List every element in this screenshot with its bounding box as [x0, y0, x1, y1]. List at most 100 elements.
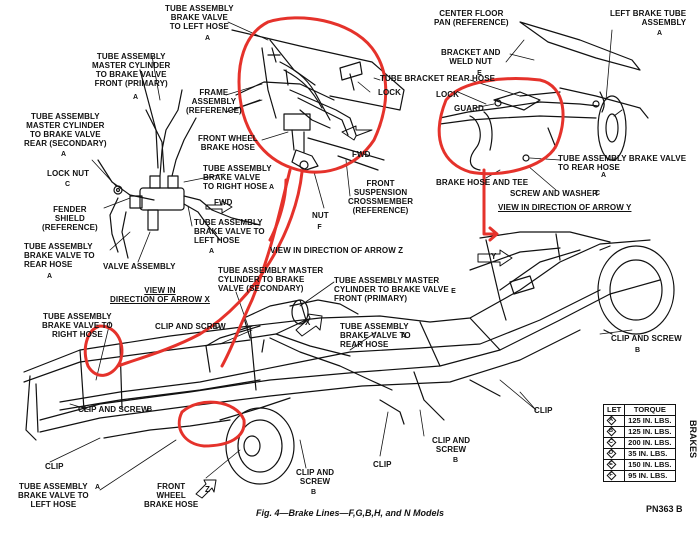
- torque-letter: F: [602, 470, 626, 482]
- torque-value: 95 IN. LBS.: [624, 470, 676, 482]
- torque-header-row: LET TORQUE: [602, 404, 676, 416]
- valve-detail: [97, 69, 261, 259]
- torque-header-torque: TORQUE: [624, 404, 676, 416]
- rear-axle-detail: [439, 21, 649, 171]
- label-clip-and-screw-mid: CLIP AND SCREW: [432, 436, 471, 454]
- side-tab: BRAKES: [688, 420, 698, 459]
- badge-a: A: [202, 33, 213, 44]
- badge-a: A: [654, 28, 665, 39]
- torque-header-let: LET: [602, 404, 626, 416]
- label-tube-bv-left-hose: TUBE ASSEMBLY BRAKE VALVE TO LEFT HOSE: [165, 4, 234, 31]
- torque-value: 200 IN. LBS.: [624, 437, 676, 449]
- red-circle-front-wheel: [177, 400, 246, 448]
- label-clip-and-screw-bottom: CLIP AND SCREW: [296, 468, 335, 486]
- badge-d: D: [212, 321, 223, 332]
- label-brake-hose-and-tee: BRAKE HOSE AND TEE: [436, 178, 529, 187]
- label-left-brake-tube-assembly: LEFT BRAKE TUBE ASSEMBLY: [610, 9, 687, 27]
- label-clip-and-screw-right: CLIP AND SCREW: [611, 334, 682, 343]
- table-row: A 125 IN. LBS.: [602, 415, 676, 427]
- badge-e: E: [474, 68, 485, 79]
- badge-f: F: [314, 222, 325, 233]
- label-tube-bv-rear-hose-1: TUBE ASSEMBLY BRAKE VALVE TO REAR HOSE: [24, 242, 95, 269]
- torque-letter: D: [602, 448, 626, 460]
- label-tube-mc-rear-secondary: TUBE ASSEMBLY MASTER CYLINDER TO BRAKE V…: [24, 112, 107, 148]
- badge-c: C: [62, 179, 73, 190]
- label-guard: GUARD: [454, 104, 484, 113]
- badge-c: C: [592, 188, 603, 199]
- torque-value: 35 IN. LBS.: [624, 448, 676, 460]
- badge-a: A: [130, 92, 141, 103]
- badge-a: A: [206, 246, 217, 257]
- label-lock-nut: LOCK NUT: [47, 169, 90, 178]
- part-number: PN363 B: [646, 504, 683, 514]
- badge-a: A: [266, 182, 277, 193]
- leader-lines: [49, 21, 633, 491]
- torque-letter: E: [602, 459, 626, 471]
- label-screw-and-washer: SCREW AND WASHER: [510, 189, 598, 198]
- label-tube-mc-rear-secondary-2: TUBE ASSEMBLY MASTER CYLINDER TO BRAKE V…: [218, 266, 324, 293]
- table-row: E 150 IN. LBS.: [602, 459, 676, 471]
- table-row: F 95 IN. LBS.: [602, 470, 676, 482]
- torque-value: 125 IN. LBS.: [624, 415, 676, 427]
- figure-caption: Fig. 4—Brake Lines—F,G,B,H, and N Models: [255, 508, 445, 518]
- label-fender-shield: FENDER SHIELD (REFERENCE): [42, 205, 98, 232]
- label-valve-assembly: VALVE ASSEMBLY: [103, 262, 176, 271]
- frame-detail: [231, 29, 405, 171]
- badge-a: A: [44, 271, 55, 282]
- torque-value: 125 IN. LBS.: [624, 426, 676, 438]
- label-clip-right: CLIP: [534, 406, 553, 415]
- table-row: D 35 IN. LBS.: [602, 448, 676, 460]
- label-front-wheel-brake-hose-2: FRONT WHEEL BRAKE HOSE: [144, 482, 199, 509]
- label-tube-bracket-rear-hose: TUBE BRACKET REAR HOSE: [380, 74, 496, 83]
- label-nut: NUT: [312, 211, 329, 220]
- badge-b: B: [308, 487, 319, 498]
- badge-a: A: [398, 331, 409, 342]
- torque-value: 150 IN. LBS.: [624, 459, 676, 471]
- badge-a: A: [58, 149, 69, 160]
- torque-letter: B: [602, 426, 626, 438]
- label-frame-assembly: FRAME ASSEMBLY (REFERENCE): [186, 88, 242, 115]
- badge-e: E: [448, 286, 459, 297]
- label-tube-bv-left-hose-2: TUBE ASSEMBLY BRAKE VALVE TO LEFT HOSE: [194, 218, 265, 245]
- label-clip-left: CLIP: [45, 462, 64, 471]
- badge-a: A: [598, 170, 609, 181]
- label-tube-bv-rear-hose-2: TUBE ASSEMBLY BRAKE VALVE TO REAR HOSE: [558, 154, 687, 172]
- label-front-suspension-crossmember: FRONT SUSPENSION CROSSMEMBER (REFERENCE): [348, 179, 414, 215]
- label-fwd-2: FWD: [352, 150, 371, 159]
- label-view-arrow-x: VIEW IN DIRECTION OF ARROW X: [110, 286, 210, 304]
- direction-arrows: [195, 109, 623, 499]
- label-center-floor-pan: CENTER FLOOR PAN (REFERENCE): [434, 9, 509, 27]
- label-tube-bv-right-hose-2: TUBE ASSEMBLY BRAKE VALVE TO RIGHT HOSE: [42, 312, 113, 339]
- torque-table: LET TORQUE A 125 IN. LBS. B 125 IN. LBS.…: [602, 404, 676, 482]
- label-view-arrow-y: VIEW IN DIRECTION OF ARROW Y: [498, 203, 632, 212]
- torque-letter: A: [602, 415, 626, 427]
- table-row: C 200 IN. LBS.: [602, 437, 676, 449]
- torque-letter: C: [602, 437, 626, 449]
- label-lock-top: LOCK: [378, 88, 402, 97]
- label-tube-bv-left-hose-3: TUBE ASSEMBLY BRAKE VALVE TO LEFT HOSE: [18, 482, 89, 509]
- label-clip-and-screw-d: CLIP AND SCREW: [155, 322, 226, 331]
- label-clip-center: CLIP: [373, 460, 392, 469]
- label-view-arrow-z: VIEW IN DIRECTION OF ARROW Z: [270, 246, 404, 255]
- label-bracket-weld-nut: BRACKET AND WELD NUT: [441, 48, 501, 66]
- chassis-view: [23, 231, 675, 485]
- red-annotations: [83, 16, 565, 448]
- label-tube-mc-front-primary: TUBE ASSEMBLY MASTER CYLINDER TO BRAKE V…: [92, 52, 171, 88]
- badge-a: A: [92, 482, 103, 493]
- badge-b: B: [632, 345, 643, 356]
- label-front-wheel-brake-hose: FRONT WHEEL BRAKE HOSE: [198, 134, 258, 152]
- arrow-z-tag: Z: [205, 485, 210, 494]
- red-circle-rear-tee: [437, 77, 565, 176]
- arrow-x-tag: X: [305, 318, 311, 327]
- red-circle-frame-detail: [237, 16, 388, 174]
- badge-b: B: [450, 455, 461, 466]
- label-fwd-1: FWD: [214, 198, 233, 207]
- arrow-y-tag: Y: [491, 252, 497, 261]
- label-tube-mc-front-primary-2: TUBE ASSEMBLY MASTER CYLINDER TO BRAKE V…: [334, 276, 449, 303]
- label-tube-bv-right-hose: TUBE ASSEMBLY BRAKE VALVE TO RIGHT HOSE: [203, 164, 272, 191]
- badge-b: B: [144, 404, 155, 415]
- label-lock-right: LOCK: [436, 90, 460, 99]
- table-row: B 125 IN. LBS.: [602, 426, 676, 438]
